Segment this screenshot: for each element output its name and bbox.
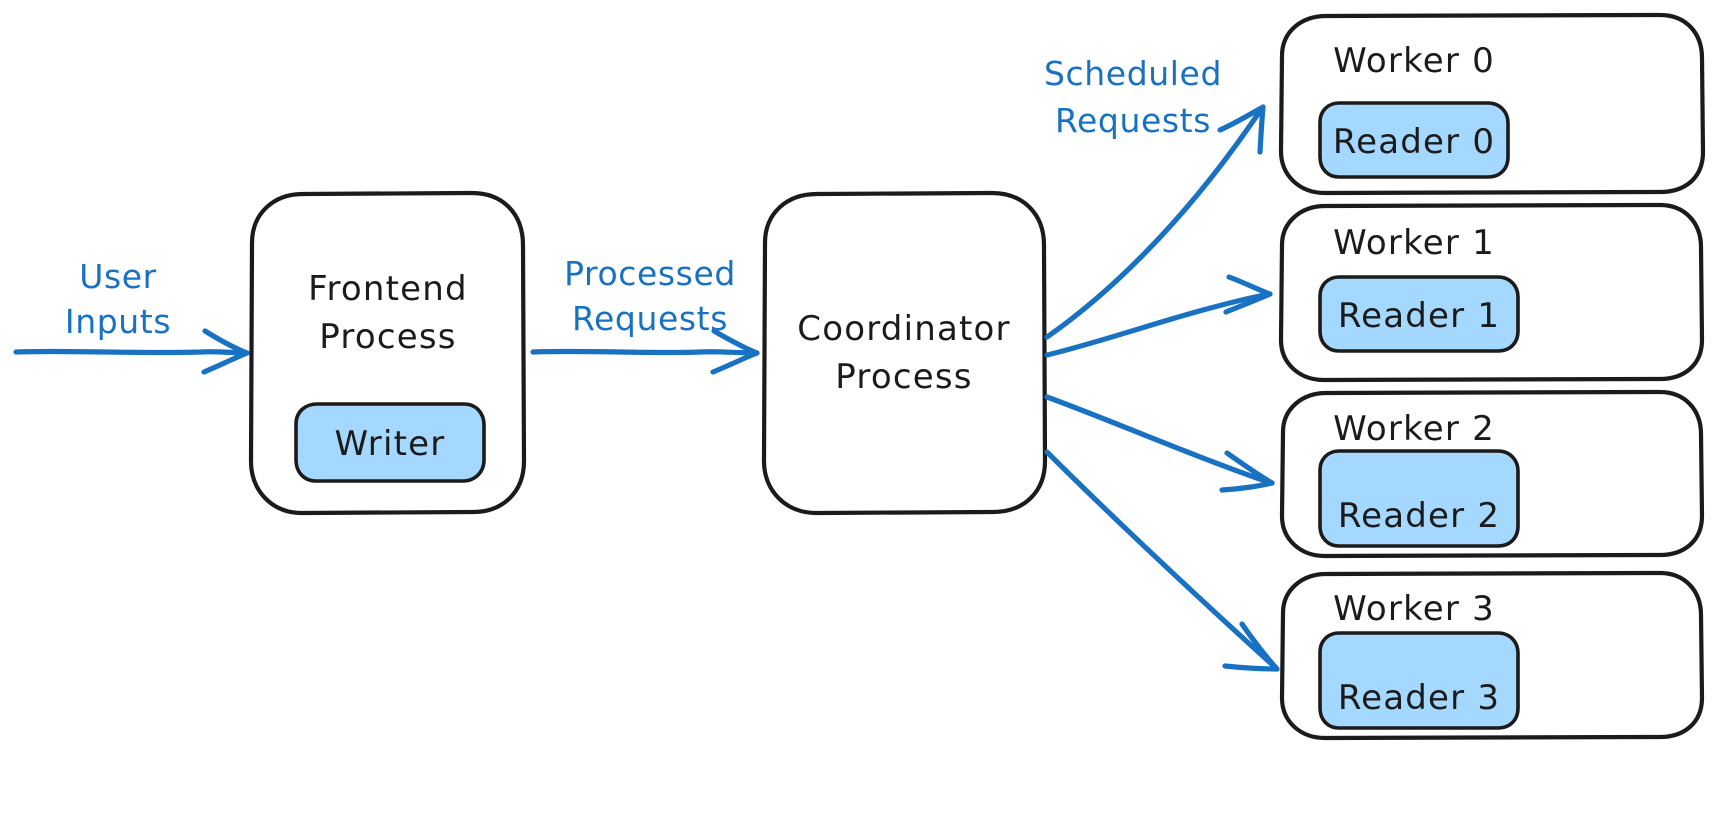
node-writer[interactable]: Writer	[294, 402, 486, 483]
coordinator-process-title-line1: Coordinator	[797, 309, 1010, 349]
worker-0-arrow-line	[1044, 105, 1265, 340]
worker-2-arrow-head-b	[1219, 480, 1275, 493]
worker-0-title: Worker 0	[1333, 41, 1495, 81]
worker-0-reader-label: Reader 0	[1333, 122, 1495, 162]
worker-2-arrow-line	[1044, 394, 1274, 486]
user-inputs-arrow-line	[13, 348, 249, 356]
processed-requests-arrow-line	[530, 348, 759, 356]
frontend-process-title-line1: Frontend	[308, 269, 468, 309]
user-inputs-line1: User	[79, 257, 157, 296]
node-worker-1[interactable]: Worker 1 Reader 1	[1278, 202, 1705, 383]
node-worker-0[interactable]: Worker 0 Reader 0	[1278, 12, 1706, 196]
node-worker-2[interactable]: Worker 2 Reader 2	[1279, 389, 1705, 559]
edge-coordinator-to-worker-3	[1044, 449, 1280, 672]
writer-box	[294, 402, 486, 483]
edge-coordinator-to-worker-0	[1044, 104, 1266, 340]
node-worker-3[interactable]: Worker 3 Reader 3	[1279, 570, 1705, 741]
frontend-process-title-line2: Process	[319, 317, 456, 357]
user-inputs-line2: Inputs	[65, 302, 171, 341]
worker-3-reader-label: Reader 3	[1338, 678, 1500, 718]
processed-requests-arrow-head-lower	[710, 350, 760, 375]
worker-3-title: Worker 3	[1333, 589, 1495, 629]
worker-1-arrow-line	[1044, 291, 1272, 358]
worker-3-reader-box	[1318, 631, 1520, 730]
worker-1-title: Worker 1	[1333, 223, 1495, 263]
worker-1-reader-label: Reader 1	[1338, 296, 1500, 336]
edge-label-user-inputs: User Inputs	[65, 257, 171, 341]
worker-2-reader-label: Reader 2	[1338, 496, 1500, 536]
worker-0-arrow-head-a	[1257, 104, 1266, 155]
worker-0-reader-box	[1318, 101, 1510, 179]
worker-1-arrow-head-a	[1226, 274, 1273, 297]
worker-2-reader-box	[1318, 449, 1520, 548]
worker-1-reader-box	[1318, 275, 1520, 353]
user-inputs-arrow-head-lower	[201, 350, 250, 375]
processed-requests-line1: Processed	[564, 254, 736, 293]
coordinator-process-outline	[761, 190, 1048, 516]
edge-label-processed-requests: Processed Requests	[564, 254, 736, 338]
worker-3-arrow-line	[1044, 449, 1279, 671]
worker-3-arrow-head-b	[1222, 663, 1280, 672]
worker-0-arrow-head-b	[1217, 104, 1266, 133]
edge-label-scheduled-requests: Scheduled Requests	[1044, 54, 1222, 140]
edge-processed-requests	[530, 328, 760, 375]
node-coordinator-process[interactable]: Coordinator Process	[761, 190, 1048, 516]
scheduled-requests-line1: Scheduled	[1044, 54, 1222, 93]
scheduled-requests-line2: Requests	[1055, 101, 1211, 140]
worker-1-arrow-head-b	[1223, 291, 1273, 315]
edge-user-inputs	[13, 328, 250, 375]
edge-coordinator-to-worker-2	[1044, 394, 1275, 493]
coordinator-process-title-line2: Process	[835, 357, 972, 397]
writer-label: Writer	[335, 424, 446, 464]
processed-requests-line2: Requests	[572, 299, 728, 338]
edge-coordinator-to-worker-1	[1044, 274, 1273, 358]
worker-2-title: Worker 2	[1333, 409, 1495, 449]
worker-3-arrow-head-a	[1239, 621, 1280, 672]
